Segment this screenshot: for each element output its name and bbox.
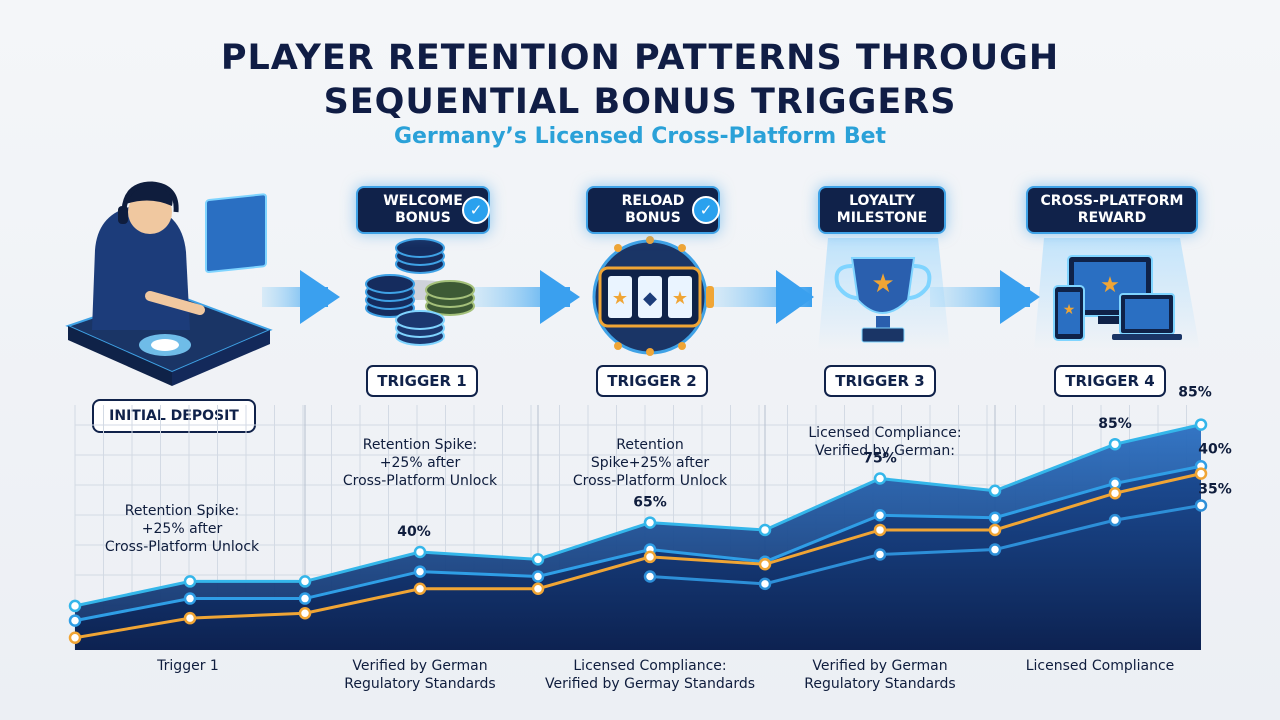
annotation-compliance: Licensed Compliance: Verified by German: (808, 425, 962, 459)
data-point (1108, 477, 1122, 490)
page-title-line-2: SEQUENTIAL BONUS TRIGGERS (323, 82, 957, 122)
data-label: 40% (397, 524, 431, 540)
multi-device-icon: ★ ★ (1034, 238, 1200, 350)
svg-text:★: ★ (871, 269, 894, 299)
data-point (1194, 467, 1208, 480)
data-point (758, 523, 772, 537)
trophy-icon: ★ (818, 238, 950, 350)
data-point (988, 523, 1002, 537)
data-point (988, 484, 1002, 497)
badge-label: CROSS-PLATFORM REWARD (1040, 193, 1184, 226)
flow-arrow-3 (712, 270, 814, 324)
badge-label: WELCOME BONUS (383, 193, 463, 226)
data-point (1194, 418, 1208, 431)
data-point (873, 509, 887, 522)
badge-label: RELOAD BONUS (621, 193, 685, 226)
x-axis-label-5: Licensed Compliance (1025, 658, 1175, 674)
annotation-spike-mid1: Retention Spike: +25% after Cross-Platfo… (342, 437, 498, 489)
data-point (531, 570, 545, 583)
x-axis-label-4: Verified by German Regulatory Standards (804, 658, 956, 692)
data-label: 65% (633, 495, 667, 511)
x-axis-label-3: Licensed Compliance: Verified by Germay … (544, 658, 756, 692)
badge-loyalty-milestone: LOYALTY MILESTONE (818, 186, 946, 234)
data-point (298, 607, 312, 620)
data-point (413, 565, 427, 578)
data-label: 85% (1098, 416, 1132, 432)
svg-text:★: ★ (1063, 302, 1076, 318)
page-subtitle: Germany’s Licensed Cross-Platform Bet (393, 124, 887, 149)
data-point (183, 592, 197, 605)
trigger-1-pill: TRIGGER 1 (366, 365, 478, 397)
annotation-spike-left: Retention Spike: +25% after Cross-Platfo… (104, 503, 260, 555)
data-point (643, 570, 657, 583)
x-axis-label-2: Verified by German Regulatory Standards (344, 658, 496, 692)
flow-arrow-1 (262, 270, 340, 324)
badge-reload-bonus: RELOAD BONUS ✓ (586, 186, 720, 234)
data-point (68, 614, 82, 627)
badge-welcome-bonus: WELCOME BONUS ✓ (356, 186, 490, 234)
trigger-4-pill: TRIGGER 4 (1054, 365, 1166, 397)
series-line-4 (649, 503, 1202, 586)
check-icon: ✓ (462, 196, 490, 224)
data-label: 75% (863, 451, 897, 467)
data-label: 35% (1198, 481, 1232, 497)
svg-text:◆: ◆ (643, 288, 657, 309)
data-point (298, 592, 312, 605)
data-point (1108, 437, 1122, 451)
check-icon: ✓ (692, 196, 720, 224)
data-point (183, 611, 197, 625)
casino-chips-icon (365, 238, 475, 346)
annotation-spike-mid2: Retention Spike+25% after Cross-Platform… (572, 437, 728, 489)
data-point (183, 575, 197, 588)
svg-text:★: ★ (672, 288, 688, 309)
data-point (1108, 486, 1122, 500)
data-point (298, 575, 312, 588)
initial-deposit-label: INITIAL DEPOSIT (92, 399, 256, 433)
data-point (531, 582, 545, 595)
data-point (873, 472, 887, 485)
badge-cross-platform-reward: CROSS-PLATFORM REWARD (1026, 186, 1198, 234)
data-label: 40% (1198, 442, 1232, 458)
data-point (531, 553, 545, 566)
trigger-3-pill: TRIGGER 3 (824, 365, 936, 397)
flow-arrow-2 (470, 270, 580, 324)
data-point (873, 548, 887, 561)
data-label: 85% (1178, 385, 1212, 401)
data-point (413, 545, 427, 559)
data-point (413, 582, 427, 595)
data-point (1194, 499, 1208, 512)
data-point (758, 558, 772, 571)
data-point (643, 516, 657, 529)
badge-label: LOYALTY MILESTONE (836, 193, 928, 226)
svg-text:★: ★ (612, 288, 628, 309)
data-point (758, 577, 772, 591)
data-point (643, 550, 657, 564)
data-point (68, 631, 82, 644)
data-point (1108, 513, 1122, 527)
data-point (988, 543, 1002, 556)
svg-text:★: ★ (1100, 273, 1120, 298)
gamer-at-desk-icon (65, 181, 273, 386)
area-fill-bottom (75, 466, 1201, 650)
x-axis-label-1: Trigger 1 (157, 658, 219, 674)
trigger-2-pill: TRIGGER 2 (596, 365, 708, 397)
data-point (988, 511, 1002, 524)
flow-arrow-4 (930, 270, 1040, 324)
slot-machine-icon: ★ ◆ ★ (592, 236, 714, 356)
page-title-line-1: PLAYER RETENTION PATTERNS THROUGH (220, 38, 1060, 78)
data-point (68, 599, 82, 613)
data-point (873, 523, 887, 537)
